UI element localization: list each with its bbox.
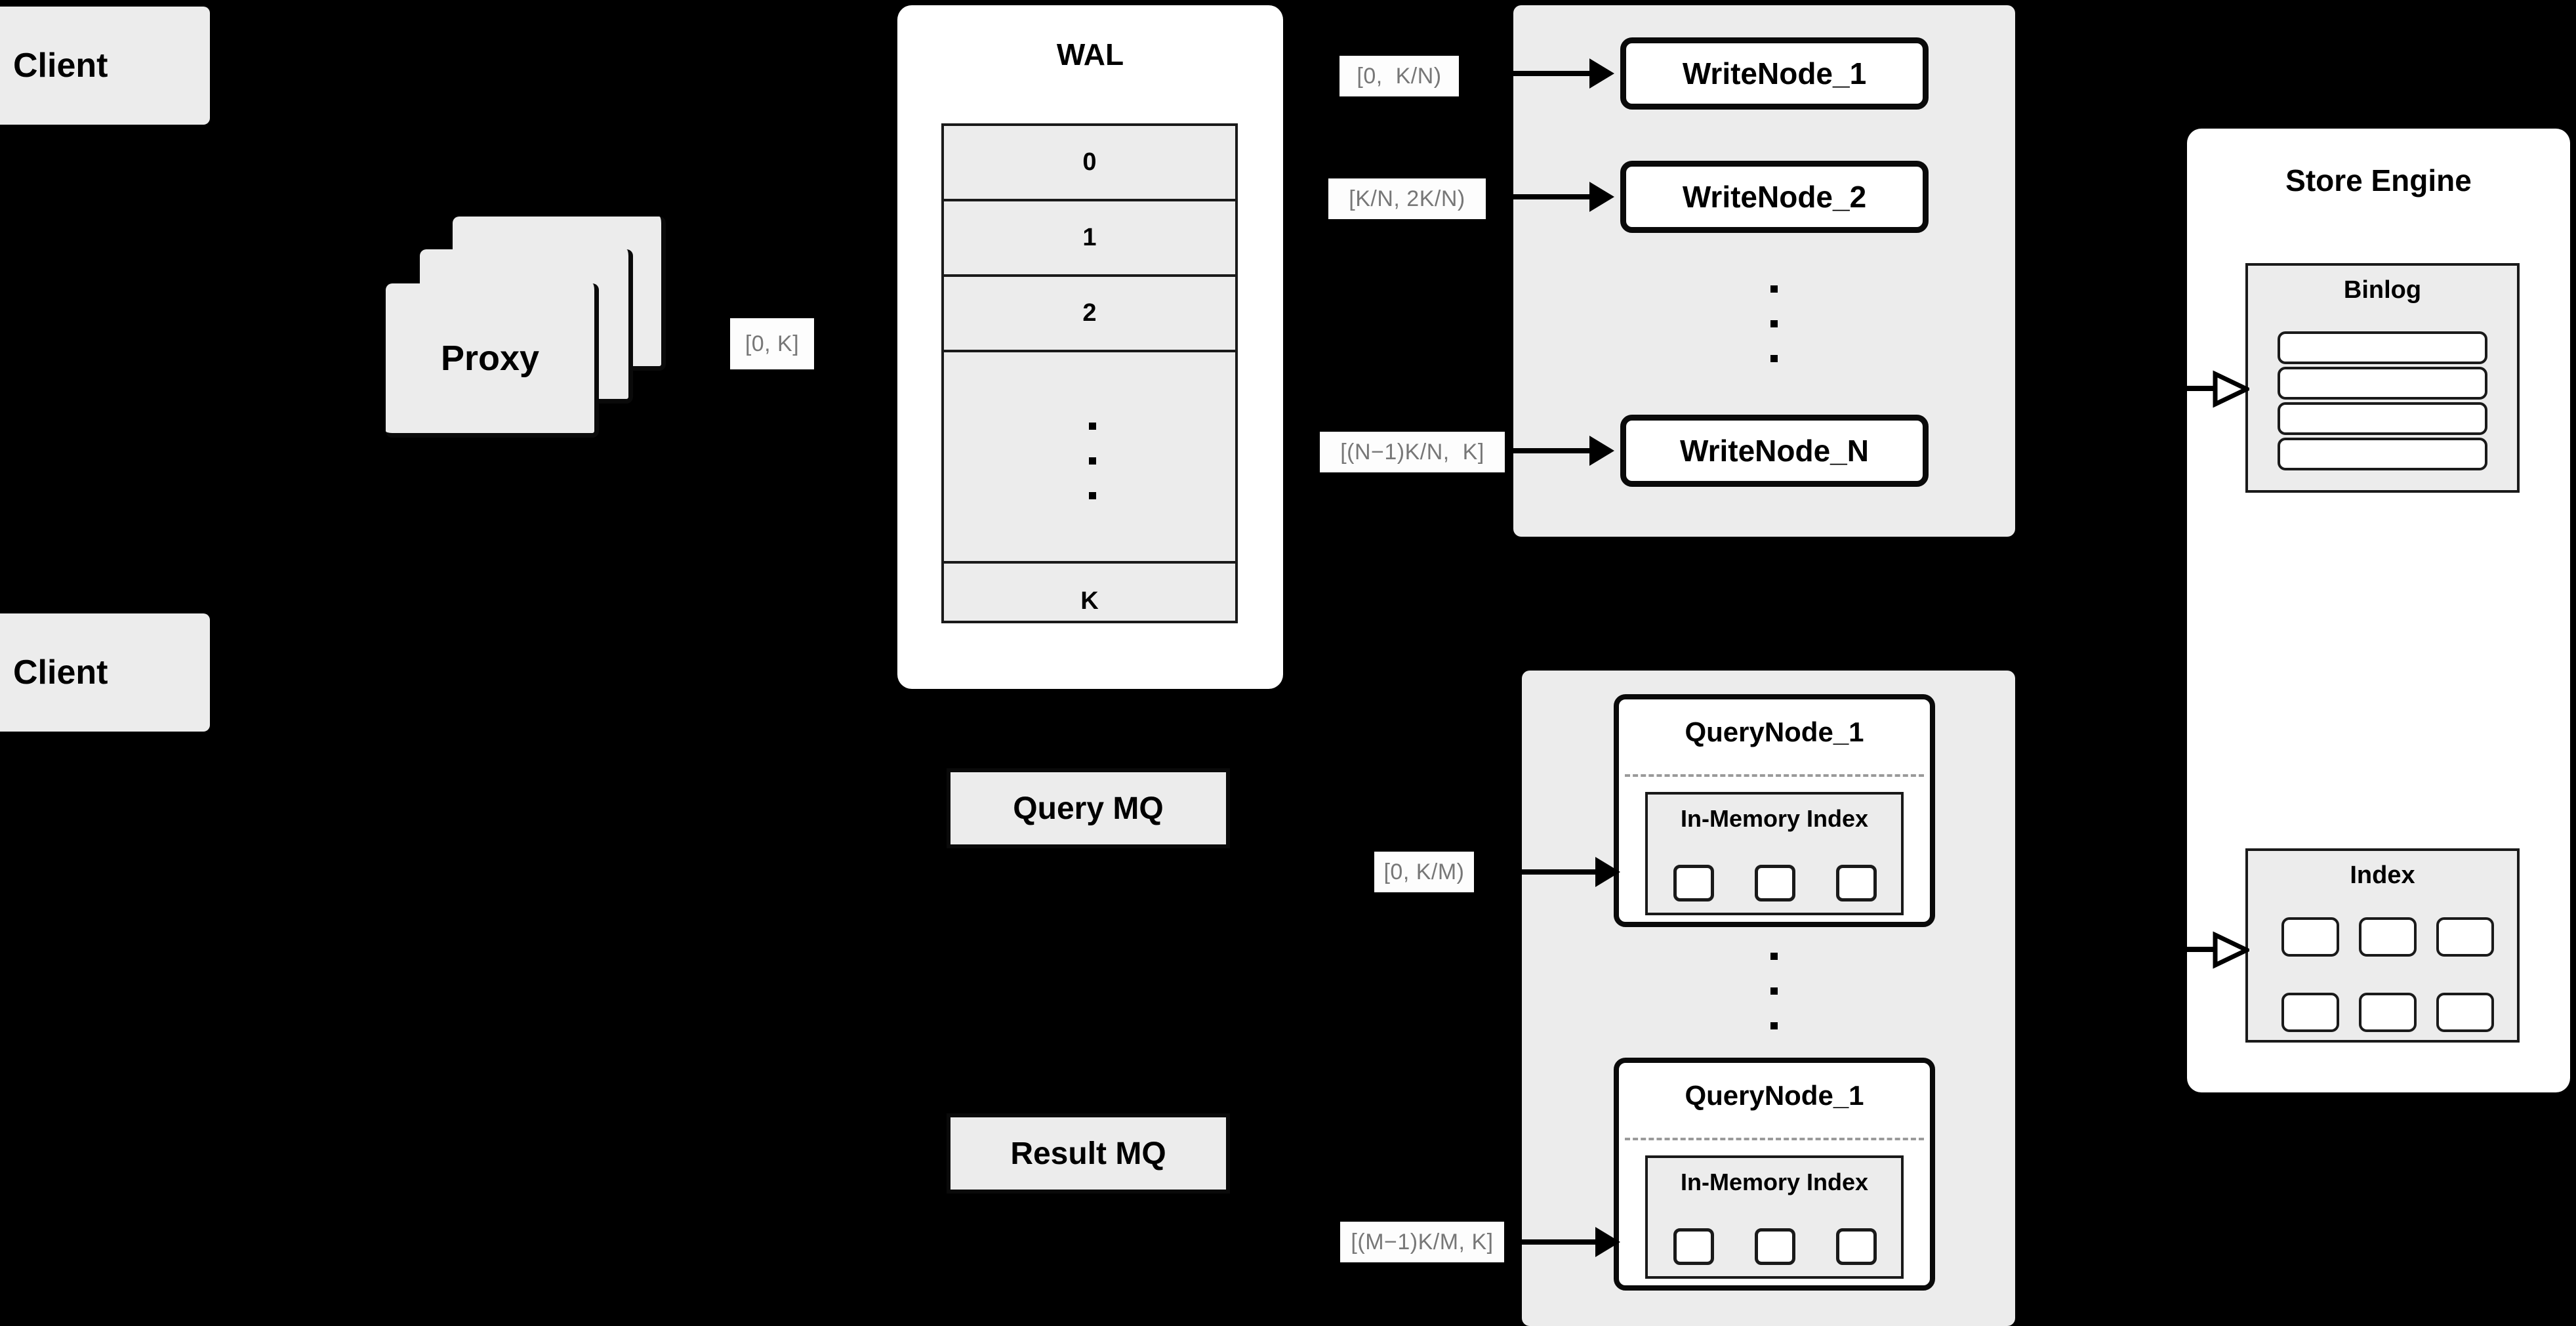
query-cluster-vertical-ellipsis-icon	[1770, 953, 1778, 1057]
index-grid-slot	[2359, 993, 2417, 1032]
index-grid-slot	[2281, 993, 2339, 1032]
proxy-range-tag-text: [0, K]	[745, 331, 800, 356]
client-box-2[interactable]: Client	[0, 613, 210, 732]
index-grid-slot	[2436, 917, 2494, 957]
wal-row: 2	[944, 277, 1235, 352]
arrow-head-query-node-1-icon	[1595, 857, 1620, 887]
result-mq-box[interactable]: Result MQ	[947, 1113, 1230, 1193]
wal-table: 0 1 2 K	[941, 123, 1238, 623]
arrow-to-query-node-m	[1517, 1239, 1595, 1245]
index-grid-slot	[2436, 993, 2494, 1032]
arrow-to-index	[2180, 947, 2218, 952]
wal-title: WAL	[1056, 37, 1124, 72]
wal-row-value: K	[1080, 587, 1099, 615]
arrow-head-query-node-m-icon	[1595, 1227, 1620, 1257]
client-label-2: Client	[13, 653, 108, 692]
binlog-title: Binlog	[2343, 276, 2422, 304]
client-box-1[interactable]: Client	[0, 7, 210, 125]
arrow-head-binlog-open-icon	[2213, 370, 2249, 408]
binlog-row	[2278, 367, 2487, 400]
wal-row-value: 1	[1082, 224, 1097, 251]
query-node-1-range-tag: [0, K/M)	[1374, 852, 1474, 892]
arrow-head-index-open-icon	[2213, 931, 2249, 969]
index-slot	[1836, 865, 1877, 901]
index-title: Index	[2350, 861, 2415, 889]
index-grid-slot	[2359, 917, 2417, 957]
arrow-to-write-node-2	[1504, 194, 1589, 199]
query-node-1-separator	[1625, 774, 1924, 777]
write-node-n-range-text: [(N−1)K/N, K]	[1340, 439, 1484, 465]
binlog-row	[2278, 402, 2487, 435]
query-node-1-index-title: In-Memory Index	[1680, 805, 1869, 832]
result-mq-label: Result MQ	[1010, 1136, 1166, 1171]
arrow-head-write-node-1-icon	[1589, 58, 1614, 89]
write-node-1-range-tag: [0, K/N)	[1339, 56, 1459, 96]
arrow-to-query-node-1	[1515, 869, 1595, 875]
write-node-n-range-tag: [(N−1)K/N, K]	[1320, 432, 1505, 472]
write-node-2-label: WriteNode_2	[1682, 180, 1867, 214]
index-slot	[1673, 1228, 1714, 1265]
index-grid-slot	[2281, 917, 2339, 957]
index-slot	[1755, 1228, 1795, 1265]
proxy-label: Proxy	[440, 339, 540, 378]
query-node-m-range-text: [(M−1)K/M, K]	[1351, 1229, 1494, 1254]
write-node-n[interactable]: WriteNode_N	[1620, 415, 1929, 487]
binlog-row	[2278, 331, 2487, 364]
arrow-head-write-node-n-icon	[1589, 436, 1614, 466]
write-node-2-range-tag: [K/N, 2K/N)	[1328, 178, 1486, 219]
arrow-head-write-node-2-icon	[1589, 182, 1614, 212]
wal-row: 1	[944, 201, 1235, 277]
write-node-2-range-text: [K/N, 2K/N)	[1349, 186, 1465, 211]
index-slot	[1836, 1228, 1877, 1265]
binlog-row	[2278, 438, 2487, 470]
arrow-to-write-node-n	[1506, 448, 1590, 453]
wal-vertical-ellipsis-icon	[1089, 423, 1096, 527]
query-node-1-range-text: [0, K/M)	[1383, 859, 1465, 884]
wal-row-ellipsis	[944, 352, 1235, 564]
query-node-m-range-tag: [(M−1)K/M, K]	[1340, 1222, 1504, 1262]
query-mq-label: Query MQ	[1013, 791, 1164, 826]
query-node-m-title: QueryNode_1	[1685, 1080, 1864, 1111]
wal-row: 0	[944, 126, 1235, 201]
wal-row-value: 2	[1082, 299, 1097, 327]
store-engine-title: Store Engine	[2285, 163, 2472, 197]
query-mq-box[interactable]: Query MQ	[947, 768, 1230, 848]
wal-row-value: 0	[1082, 148, 1097, 176]
write-node-1-range-text: [0, K/N)	[1357, 63, 1442, 89]
write-node-n-label: WriteNode_N	[1680, 434, 1869, 468]
arrow-to-write-node-1	[1504, 71, 1589, 76]
index-slot	[1755, 865, 1795, 901]
write-node-1-label: WriteNode_1	[1682, 56, 1867, 91]
arrow-to-binlog	[2180, 386, 2218, 391]
proxy-range-tag: [0, K]	[730, 318, 814, 369]
proxy-box[interactable]: Proxy	[386, 283, 599, 438]
query-node-1-title: QueryNode_1	[1685, 716, 1864, 747]
query-node-m-index-title: In-Memory Index	[1680, 1169, 1869, 1195]
wal-row: K	[944, 564, 1235, 639]
index-slot	[1673, 865, 1714, 901]
write-cluster-vertical-ellipsis-icon	[1770, 285, 1778, 390]
write-node-1[interactable]: WriteNode_1	[1620, 37, 1929, 110]
query-node-m-separator	[1625, 1138, 1924, 1140]
client-label-1: Client	[13, 47, 108, 85]
write-node-2[interactable]: WriteNode_2	[1620, 161, 1929, 233]
